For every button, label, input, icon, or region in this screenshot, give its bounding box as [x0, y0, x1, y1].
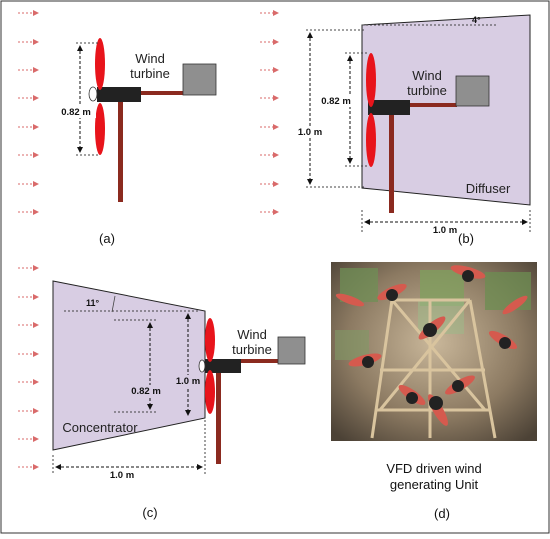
- shaft: [140, 91, 184, 95]
- turbine-label-line2: turbine: [130, 66, 170, 81]
- hub: [88, 86, 98, 102]
- concentrator-angle: 11°: [86, 298, 100, 308]
- rotor-dimension-label: 0.82 m: [61, 107, 91, 118]
- wind-arrows-middle: [260, 10, 279, 215]
- panel-d: VFD driven wind generating Unit (d): [331, 262, 537, 521]
- generator-box: [277, 336, 306, 365]
- nacelle: [205, 359, 241, 373]
- panel-b: 4° Wind turbine 1.0 m 0.82 m 1.0 m Diffu…: [294, 14, 531, 246]
- photo-vfd-wind-unit: [331, 262, 537, 441]
- tower: [216, 368, 221, 464]
- nacelle: [368, 100, 410, 115]
- blade-lower: [95, 103, 105, 155]
- turbine-label-line1: Wind: [237, 327, 267, 342]
- generator-box: [182, 63, 217, 96]
- photo-caption-line2: generating Unit: [390, 477, 479, 492]
- photo-caption-line1: VFD driven wind: [386, 461, 481, 476]
- generator-box: [455, 75, 490, 107]
- panel-a: Wind turbine 0.82 m (a): [56, 38, 217, 246]
- wind-arrows-left: [18, 10, 39, 470]
- caption-c: (c): [142, 505, 157, 520]
- diffuser-shroud: [361, 14, 531, 206]
- diffuser-label: Diffuser: [466, 181, 511, 196]
- height-dimension-label: 1.0 m: [176, 376, 200, 387]
- caption-b: (b): [458, 231, 474, 246]
- caption-d: (d): [434, 506, 450, 521]
- tower: [389, 115, 394, 213]
- panel-c: 11° 0.82 m 1.0 m Wind turbine Concentrat…: [52, 280, 306, 520]
- shaft: [410, 103, 457, 107]
- turbine-label-line2: turbine: [232, 342, 272, 357]
- turbine-label-line1: Wind: [412, 68, 442, 83]
- rotor-dimension-label: 0.82 m: [131, 386, 161, 397]
- blade-lower: [366, 113, 376, 167]
- hub: [198, 359, 206, 373]
- height-dimension-label: 1.0 m: [298, 127, 322, 138]
- concentrator-label: Concentrator: [62, 420, 138, 435]
- diffuser-angle: 4°: [472, 15, 481, 25]
- blade-upper: [366, 53, 376, 107]
- turbine-label-line1: Wind: [135, 51, 165, 66]
- caption-a: (a): [99, 231, 115, 246]
- shaft: [240, 359, 280, 363]
- blade-upper: [205, 318, 215, 362]
- nacelle: [97, 87, 141, 102]
- blade-upper: [95, 38, 105, 90]
- blade-lower: [205, 370, 215, 414]
- concentrator-shroud: [52, 280, 206, 451]
- tower: [118, 100, 123, 202]
- turbine-label-line2: turbine: [407, 83, 447, 98]
- rotor-dimension-label: 0.82 m: [321, 96, 351, 107]
- length-dimension-label: 1.0 m: [110, 470, 134, 481]
- length-dimension-label: 1.0 m: [433, 225, 457, 236]
